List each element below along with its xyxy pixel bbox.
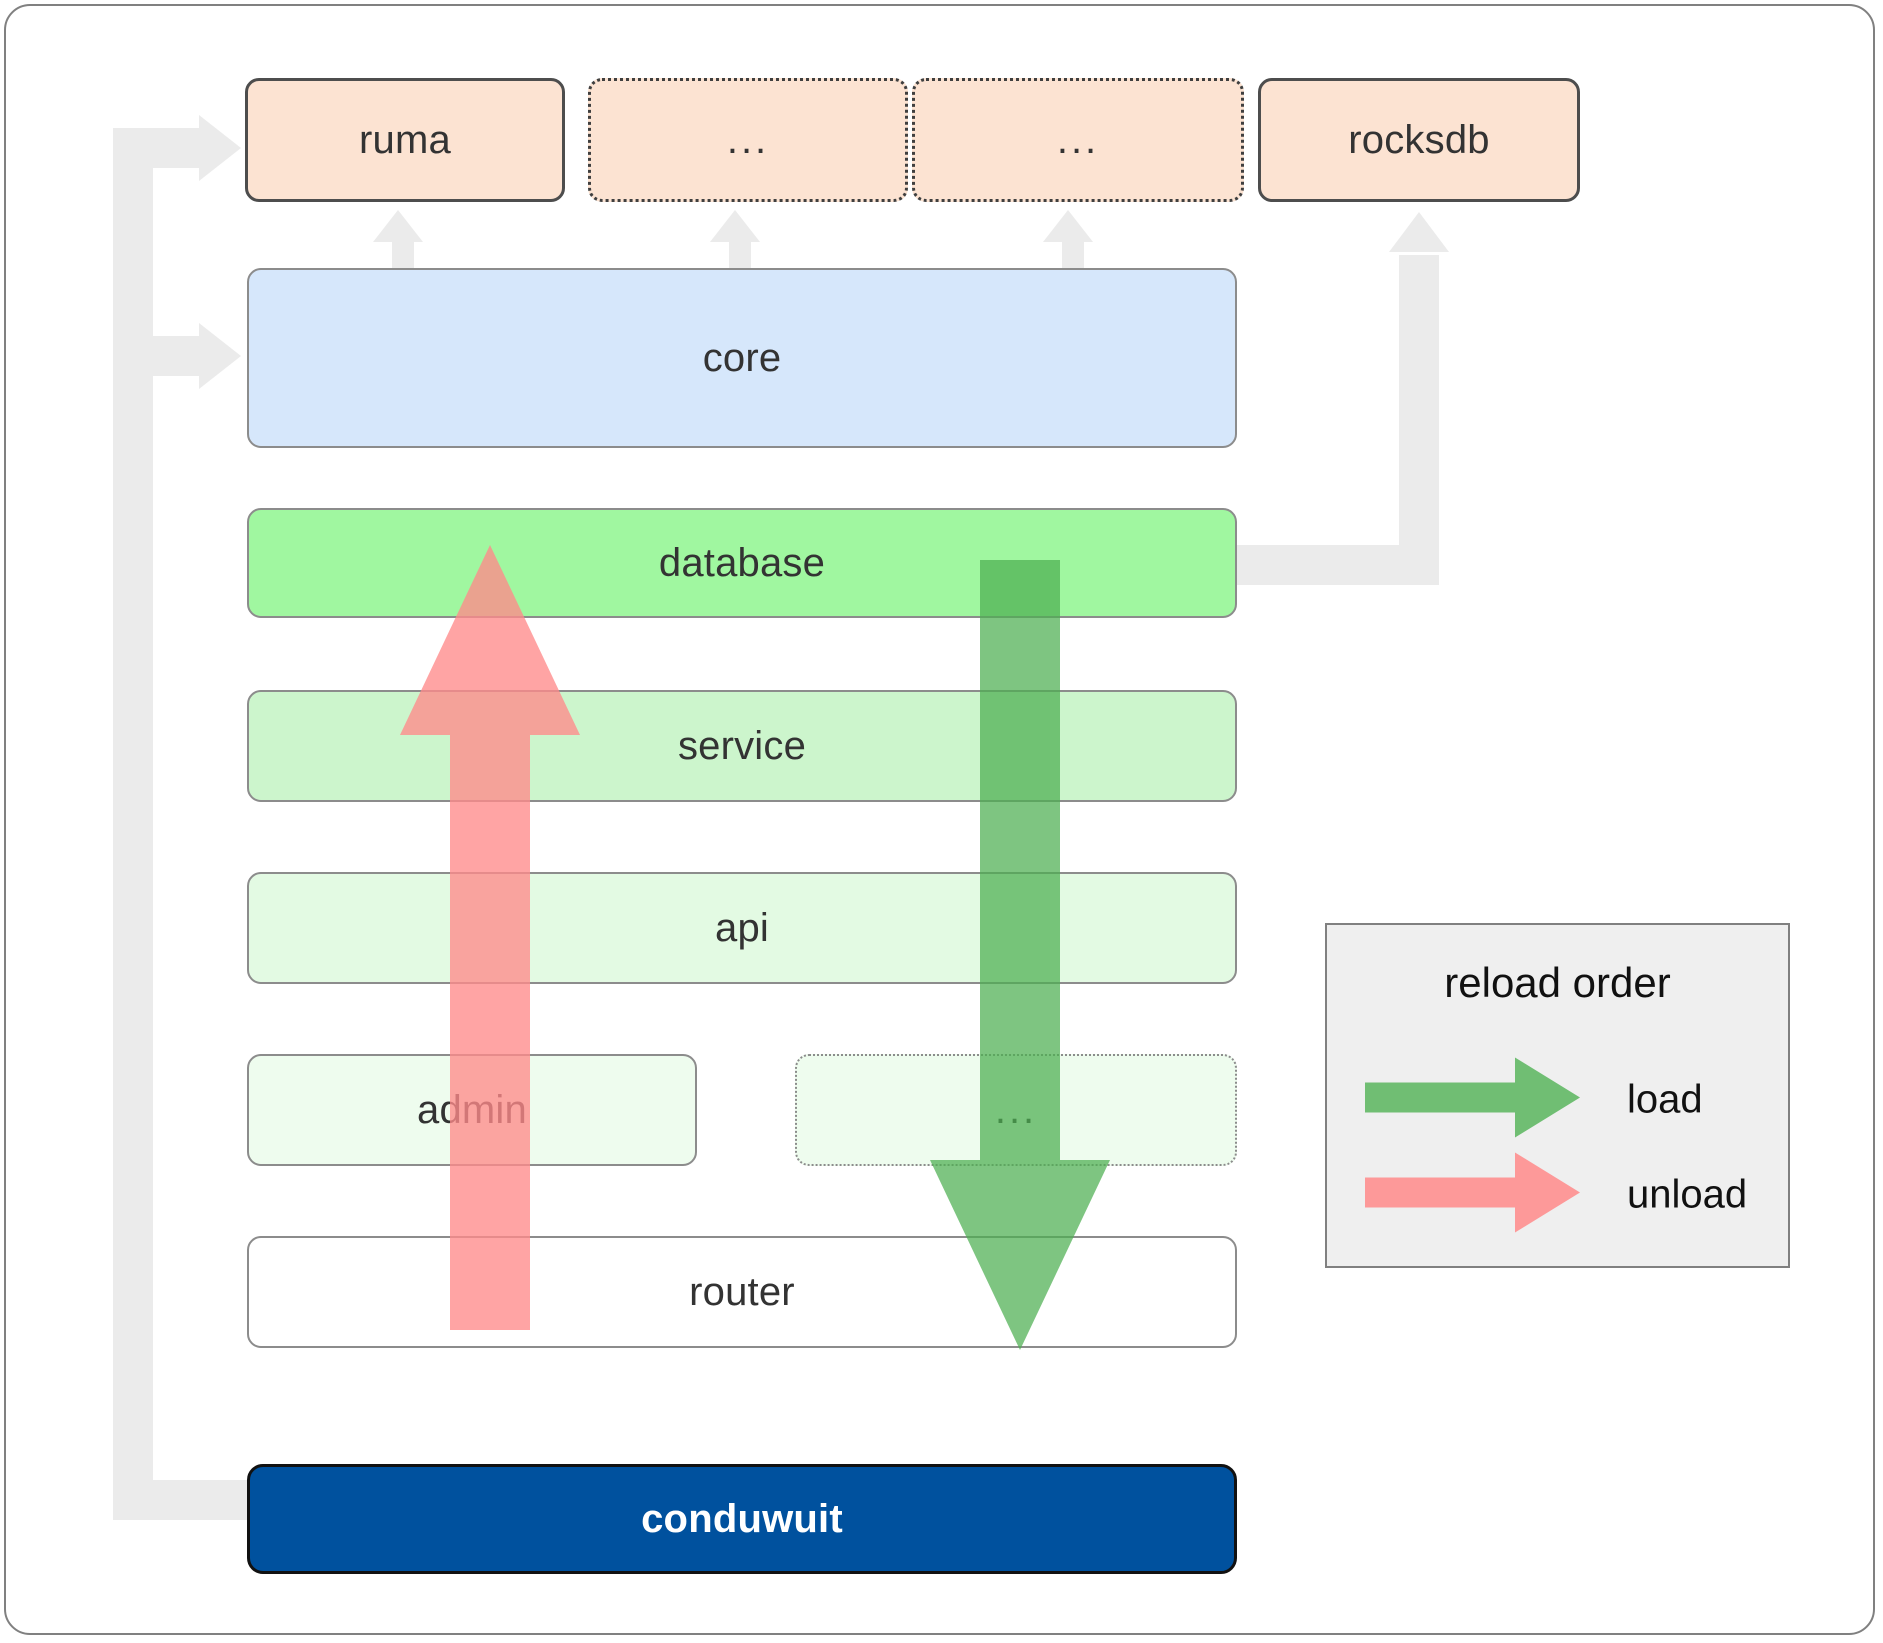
pipe-arrow-to-rocksdb xyxy=(1389,212,1449,252)
core-node-label: core xyxy=(702,335,782,380)
dependency-node-placeholder-2-label: ... xyxy=(1056,117,1100,162)
root-node-conduwuit-label: conduwuit xyxy=(641,1496,843,1541)
pipe-core-to-ruma-stem xyxy=(392,232,414,272)
pipe-arrow-core-to-dep3 xyxy=(1043,210,1093,242)
pipe-arrow-core-to-dep2 xyxy=(710,210,760,242)
layer-node-router-label: router xyxy=(689,1269,795,1314)
unload-flow-arrow xyxy=(390,545,590,1330)
unload-legend-icon xyxy=(1365,1152,1585,1238)
legend-title: reload order xyxy=(1444,959,1671,1006)
layer-node-api-label: api xyxy=(715,905,769,950)
layer-node-service-label: service xyxy=(677,723,807,768)
pipe-branch-to-ruma xyxy=(113,128,208,168)
pipe-database-to-rocksdb-vertical xyxy=(1399,255,1439,585)
root-node-conduwuit[interactable]: conduwuit xyxy=(247,1464,1237,1574)
pipe-branch-to-core xyxy=(113,336,208,376)
legend-label-unload: unload xyxy=(1627,1172,1748,1217)
dependency-node-placeholder-1[interactable]: ... xyxy=(588,78,908,202)
load-flow-arrow xyxy=(920,560,1120,1350)
legend-label-load: load xyxy=(1627,1077,1703,1122)
pipe-core-to-dep2-stem xyxy=(729,232,751,272)
legend-row-unload: unload xyxy=(1327,1150,1788,1240)
dependency-node-rocksdb-label: rocksdb xyxy=(1348,117,1490,162)
legend-row-load: load xyxy=(1327,1055,1788,1145)
layer-node-api[interactable]: api xyxy=(247,872,1237,984)
pipe-arrow-to-core xyxy=(199,323,241,389)
dependency-node-placeholder-2[interactable]: ... xyxy=(912,78,1244,202)
pipe-arrow-core-to-ruma xyxy=(373,210,423,242)
pipe-left-spine-to-root xyxy=(113,1480,248,1520)
layer-node-service[interactable]: service xyxy=(247,690,1237,802)
pipe-arrow-to-ruma xyxy=(199,115,241,181)
load-legend-icon xyxy=(1365,1057,1585,1143)
dependency-node-ruma[interactable]: ruma xyxy=(245,78,565,202)
layer-node-database[interactable]: database xyxy=(247,508,1237,618)
legend-panel: reload order load unload xyxy=(1325,923,1790,1268)
pipe-core-to-dep3-stem xyxy=(1062,232,1084,272)
dependency-node-ruma-label: ruma xyxy=(359,117,451,162)
core-node[interactable]: core xyxy=(247,268,1237,448)
layer-node-router[interactable]: router xyxy=(247,1236,1237,1348)
dependency-node-placeholder-1-label: ... xyxy=(726,117,770,162)
layer-node-database-label: database xyxy=(658,540,826,585)
dependency-node-rocksdb[interactable]: rocksdb xyxy=(1258,78,1580,202)
pipe-database-to-rocksdb-horizontal xyxy=(1232,545,1414,585)
